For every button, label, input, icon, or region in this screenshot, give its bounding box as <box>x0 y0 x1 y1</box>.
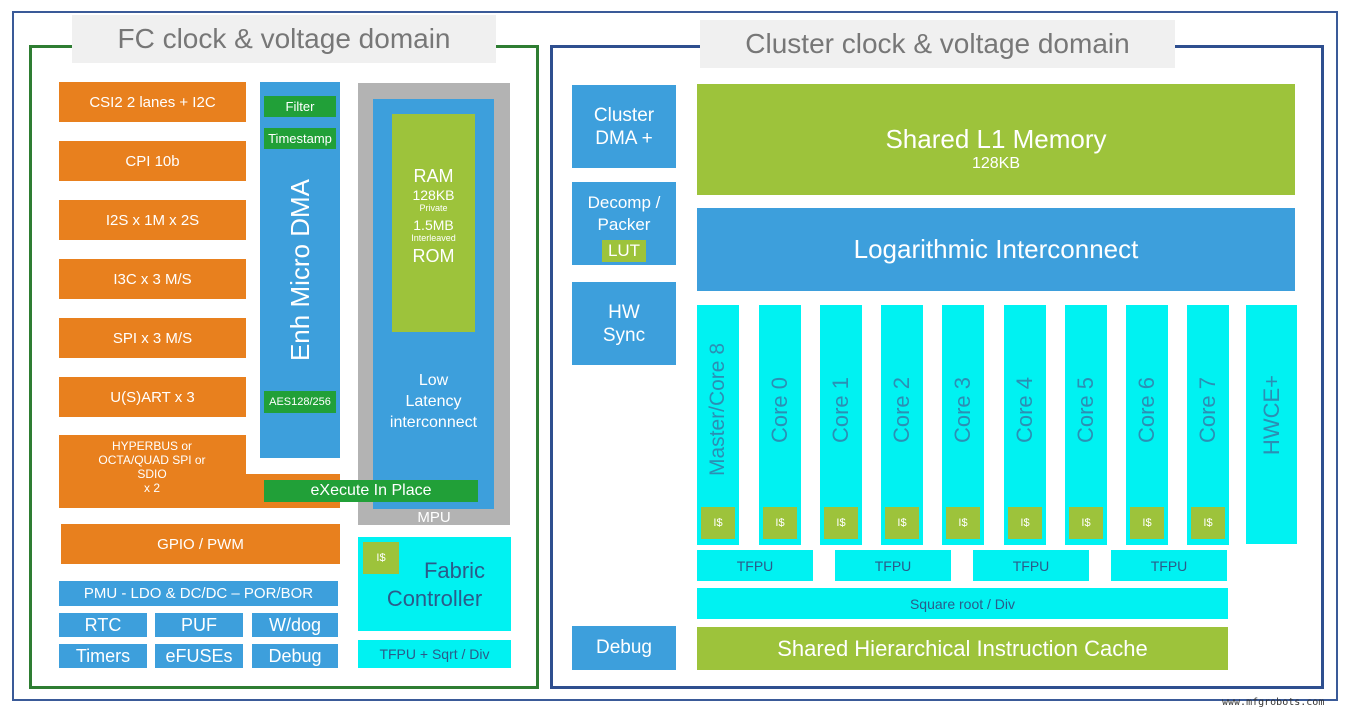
peripheral-usart: U(S)ART x 3 <box>59 377 246 417</box>
cluster-debug: Debug <box>572 626 676 670</box>
core-4-label: Core 4 <box>1012 376 1037 444</box>
fc-domain-title: FC clock & voltage domain <box>72 15 496 63</box>
efuses-block: eFUSEs <box>155 644 243 668</box>
core-3 <box>942 305 984 545</box>
core-master-label: Master/Core 8 <box>706 343 729 477</box>
watermark: www.mfgrobots.com <box>1222 697 1325 708</box>
core-6-label: Core 6 <box>1134 376 1159 444</box>
core-0-label: Core 0 <box>767 376 792 444</box>
core-5-label: Core 5 <box>1073 376 1098 444</box>
dma-aes: AES128/256 <box>264 391 336 413</box>
core-1-icache: I$ <box>824 507 858 539</box>
core-6 <box>1126 305 1168 545</box>
core-1-label: Core 1 <box>828 376 853 444</box>
ram-rom-block: RAM 128KB Private 1.5MB Interleaved ROM <box>392 114 475 332</box>
tfpu-3: TFPU <box>973 550 1089 581</box>
timers-block: Timers <box>59 644 147 668</box>
gpio-pwm: GPIO / PWM <box>61 524 340 564</box>
core-4 <box>1004 305 1046 545</box>
peripheral-csi2: CSI2 2 lanes + I2C <box>59 82 246 122</box>
pmu-block: PMU - LDO & DC/DC – POR/BOR <box>59 581 338 606</box>
fc-debug-block: Debug <box>252 644 338 668</box>
hw-sync: HW Sync <box>572 282 676 365</box>
core-3-label: Core 3 <box>950 376 975 444</box>
hwce <box>1246 305 1297 544</box>
outer-frame <box>12 11 1338 701</box>
peripheral-cpi: CPI 10b <box>59 141 246 181</box>
micro-dma-label: Enh Micro DMA <box>284 178 315 362</box>
core-0-icache: I$ <box>763 507 797 539</box>
peripheral-spi: SPI x 3 M/S <box>59 318 246 358</box>
core-2-label: Core 2 <box>889 376 914 444</box>
peripheral-i3c: I3C x 3 M/S <box>59 259 246 299</box>
rtc-block: RTC <box>59 613 147 637</box>
tfpu-4: TFPU <box>1111 550 1227 581</box>
core-0 <box>759 305 801 545</box>
fabric-fpu: TFPU + Sqrt / Div <box>358 640 511 668</box>
core-master <box>697 305 739 545</box>
low-latency-interconnect-label: Low Latency interconnect <box>389 372 478 431</box>
core-1 <box>820 305 862 545</box>
core-3-icache: I$ <box>946 507 980 539</box>
mpu-label: MPU <box>417 508 451 526</box>
tfpu-1: TFPU <box>697 550 813 581</box>
dma-filter: Filter <box>264 96 336 117</box>
core-7-icache: I$ <box>1191 507 1225 539</box>
core-5-icache: I$ <box>1069 507 1103 539</box>
core-6-icache: I$ <box>1130 507 1164 539</box>
hyperbus-label: HYPERBUS or OCTA/QUAD SPI or SDIO x 2 <box>98 439 206 495</box>
hyperbus-block <box>59 435 246 508</box>
tfpu-2: TFPU <box>835 550 951 581</box>
core-7-label: Core 7 <box>1195 376 1220 444</box>
core-master-icache: I$ <box>701 507 735 539</box>
core-2 <box>881 305 923 545</box>
fabric-controller-label: Fabric Controller <box>386 558 486 611</box>
puf-block: PUF <box>155 613 243 637</box>
cluster-domain-title: Cluster clock & voltage domain <box>700 20 1175 68</box>
square-root-div: Square root / Div <box>697 588 1228 619</box>
hwce-label: HWCE+ <box>1258 374 1284 456</box>
logarithmic-interconnect: Logarithmic Interconnect <box>697 208 1295 291</box>
core-5 <box>1065 305 1107 545</box>
peripheral-i2s: I2S x 1M x 2S <box>59 200 246 240</box>
execute-in-place: eXecute In Place <box>264 480 478 502</box>
lut-block: LUT <box>602 240 646 262</box>
wdog-block: W/dog <box>252 613 338 637</box>
shared-instruction-cache: Shared Hierarchical Instruction Cache <box>697 627 1228 670</box>
cluster-dma: Cluster DMA + <box>572 85 676 168</box>
core-4-icache: I$ <box>1008 507 1042 539</box>
core-7 <box>1187 305 1229 545</box>
fabric-icache: I$ <box>363 542 399 574</box>
dma-timestamp: Timestamp <box>264 128 336 149</box>
core-2-icache: I$ <box>885 507 919 539</box>
shared-l1-memory: Shared L1 Memory 128KB <box>697 84 1295 195</box>
